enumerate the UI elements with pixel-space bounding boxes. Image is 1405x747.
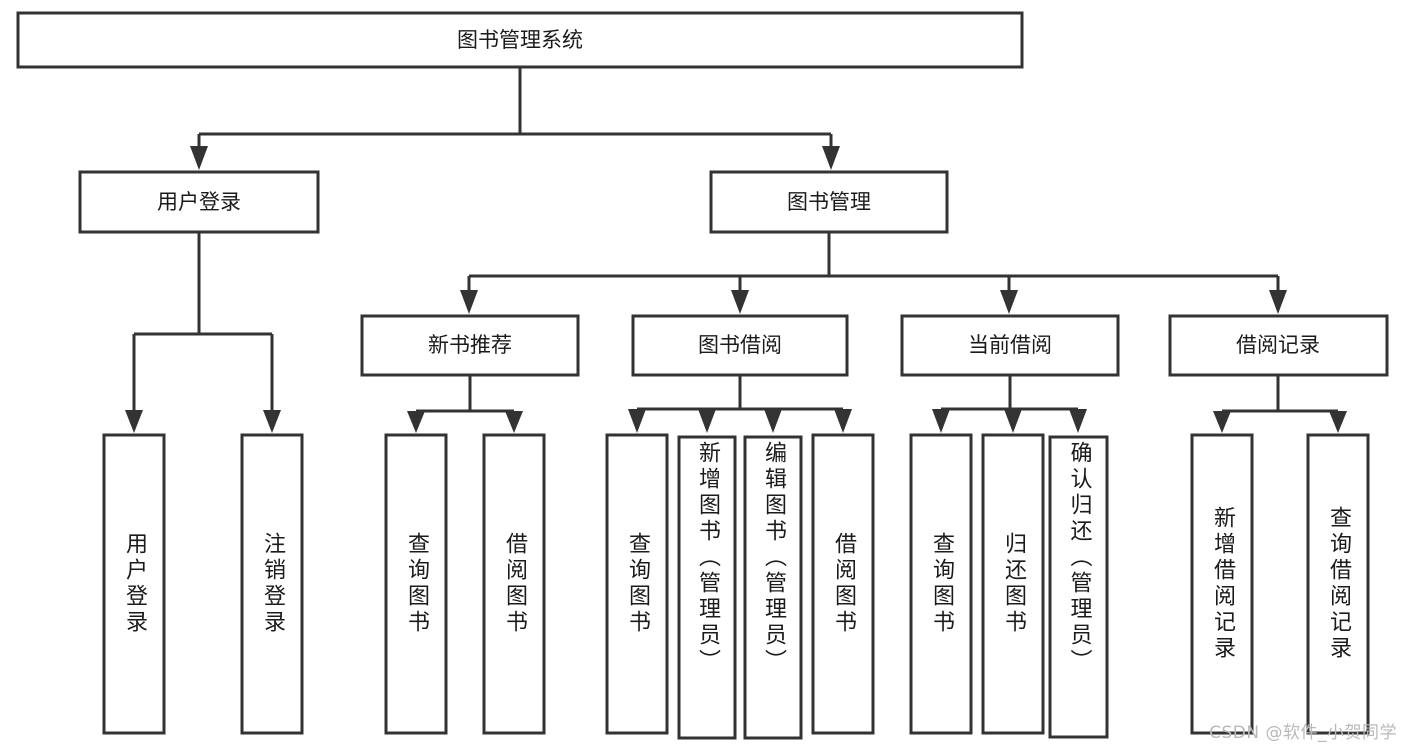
arrow-new-book-rec [460, 290, 478, 314]
arrow-leaf-return-book [1004, 409, 1022, 433]
node-new-book-rec[interactable]: 新书推荐 [360, 314, 580, 377]
node-leaf-borrow-book-rec-box[interactable] [482, 433, 546, 735]
node-leaf-edit-book-box[interactable] [743, 435, 803, 740]
arrow-leaf-query-book-borrow [628, 409, 646, 433]
arrow-leaf-borrow-book-rec [505, 411, 523, 433]
node-leaf-confirm-return-box[interactable] [1048, 435, 1109, 739]
arrow-leaf-user-login [125, 410, 143, 433]
connector-new-book-rec-to-leaves [407, 375, 523, 433]
node-user-login[interactable]: 用户登录 [78, 170, 320, 234]
node-leaf-add-book-box[interactable] [677, 435, 737, 740]
node-leaf-logout-box[interactable] [240, 433, 304, 735]
node-leaf-query-book-rec-box[interactable] [384, 433, 448, 735]
node-leaf-add-record-box[interactable] [1190, 433, 1254, 735]
node-leaf-borrow-book-box[interactable] [811, 433, 875, 735]
arrow-leaf-add-record [1213, 411, 1231, 433]
arrow-leaf-query-book-rec [407, 411, 425, 433]
arrow-leaf-borrow-book [834, 409, 852, 433]
node-new-book-rec-label: 新书推荐 [428, 333, 512, 357]
node-borrow-record-label: 借阅记录 [1236, 333, 1320, 357]
node-current-borrow[interactable]: 当前借阅 [900, 314, 1120, 377]
node-current-borrow-box[interactable] [900, 314, 1120, 377]
node-book-manage[interactable]: 图书管理 [709, 170, 949, 234]
node-root-label: 图书管理系统 [457, 28, 583, 52]
node-user-login-label: 用户登录 [157, 190, 241, 214]
node-root-box[interactable] [16, 11, 1024, 69]
arrow-book-borrow [731, 290, 749, 314]
arrow-book-manage [822, 146, 840, 170]
arrow-current-borrow [1000, 290, 1018, 314]
node-leaf-query-book-borrow-box[interactable] [605, 433, 669, 735]
node-book-borrow-box[interactable] [631, 314, 849, 377]
arrow-leaf-logout [263, 410, 281, 433]
connector-user-login-to-leaves [125, 232, 281, 433]
node-user-login-box[interactable] [78, 170, 320, 234]
node-leaf-user-login-box[interactable] [102, 433, 166, 735]
connector-borrow-record-to-leaves [1213, 375, 1347, 433]
node-book-manage-label: 图书管理 [787, 190, 871, 214]
node-leaf-query-record-box[interactable] [1306, 433, 1370, 735]
node-current-borrow-label: 当前借阅 [968, 333, 1052, 357]
arrow-borrow-record [1269, 290, 1287, 314]
node-new-book-rec-box[interactable] [360, 314, 580, 377]
node-book-borrow-label: 图书借阅 [698, 333, 782, 357]
arrow-user-login [190, 146, 208, 170]
connector-current-borrow-to-leaves [932, 375, 1087, 433]
node-borrow-record-box[interactable] [1168, 314, 1389, 377]
connector-root-to-level2 [190, 67, 840, 170]
node-leaf-return-book-box[interactable] [981, 433, 1045, 735]
connector-book-manage-to-level3 [460, 232, 1287, 314]
node-book-manage-box[interactable] [709, 170, 949, 234]
node-root[interactable]: 图书管理系统 [16, 11, 1024, 69]
arrow-leaf-query-book-cur [932, 409, 950, 433]
arrow-leaf-edit-book [764, 409, 782, 433]
node-book-borrow[interactable]: 图书借阅 [631, 314, 849, 377]
node-borrow-record[interactable]: 借阅记录 [1168, 314, 1389, 377]
arrow-leaf-add-book [698, 409, 716, 433]
arrow-leaf-confirm-return [1069, 409, 1087, 433]
arrow-leaf-query-record [1329, 411, 1347, 433]
node-leaf-query-book-cur-box[interactable] [909, 433, 973, 735]
connector-book-borrow-to-leaves [628, 375, 852, 433]
